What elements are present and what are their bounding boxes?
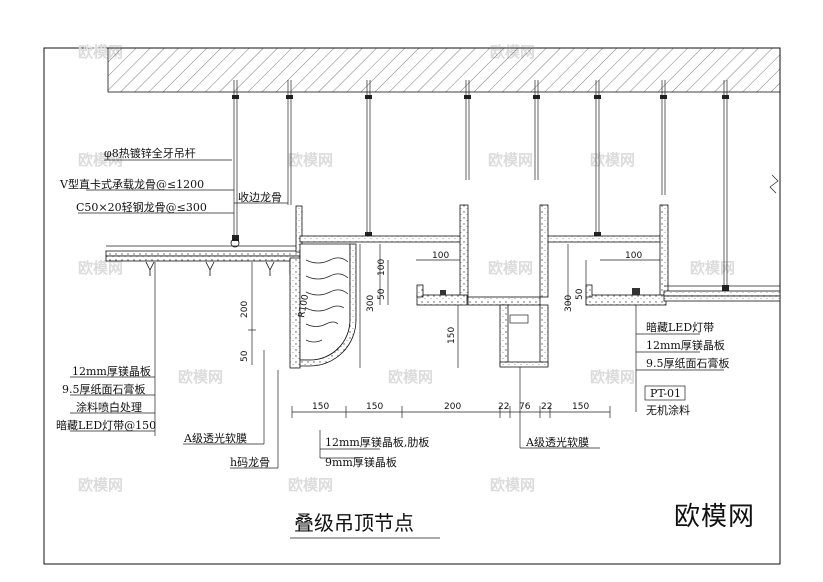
radius-label: R100 [297, 293, 311, 318]
edge-keel-label: 收边龙骨 [238, 190, 282, 204]
svg-text:欧模网: 欧模网 [78, 259, 123, 277]
svg-text:50: 50 [575, 288, 585, 300]
svg-text:150: 150 [447, 327, 457, 344]
annotation-labels: φ8热镀锌全牙吊杆 V型直卡式承载龙骨@≤1200 C50×20轻钢龙骨@≤30… [56, 146, 730, 469]
film-waves [305, 257, 349, 343]
svg-text:欧模网: 欧模网 [78, 151, 123, 169]
center-drop-left [499, 304, 509, 366]
svg-text:欧模网: 欧模网 [690, 259, 735, 277]
svg-text:76: 76 [519, 402, 531, 412]
left-led [440, 290, 446, 295]
curved-board [299, 243, 357, 367]
upper-band-left [299, 235, 467, 243]
drawing-title: 叠级吊顶节点 [294, 511, 414, 535]
right-label-3: 9.5厚纸面石膏板 [646, 356, 730, 370]
right-box-lip [585, 284, 593, 298]
svg-text:22: 22 [541, 402, 552, 412]
main-keel-label: V型直卡式承载龙骨@≤1200 [59, 177, 204, 191]
svg-text:100: 100 [625, 251, 642, 261]
dimension-lines [248, 244, 660, 418]
mid-label-1: 12mm厚镁晶板,肋板 [325, 435, 429, 449]
svg-text:50: 50 [240, 350, 250, 362]
brand-logo: 欧模网 [674, 502, 755, 532]
svg-text:欧模网: 欧模网 [490, 476, 535, 494]
svg-text:200: 200 [444, 402, 461, 412]
right-ceiling-board-bottom [663, 295, 781, 302]
svg-text:欧模网: 欧模网 [590, 151, 635, 169]
h-keel-label: h码龙骨 [230, 456, 270, 469]
svg-text:300: 300 [564, 295, 574, 312]
mid-label-2: 9mm厚镁晶板 [325, 455, 397, 469]
film-label-1: A级透光软膜 [183, 431, 247, 445]
pt-tag-label: PT-01 [650, 387, 681, 400]
pt-tag-box [644, 385, 686, 401]
svg-text:欧模网: 欧模网 [590, 368, 635, 386]
right-label-2: 12mm厚镁晶板 [646, 338, 725, 352]
rod-nuts [232, 95, 729, 291]
svg-text:欧模网: 欧模网 [388, 368, 433, 386]
light-keel-label: C50×20轻钢龙骨@≤300 [76, 200, 207, 214]
svg-text:欧模网: 欧模网 [288, 476, 333, 494]
right-riser [659, 204, 669, 298]
center-bridge [467, 296, 541, 306]
left-ceiling-board-bottom [105, 255, 301, 262]
svg-text:欧模网: 欧模网 [288, 151, 333, 169]
left-label-1: 12mm厚镁晶板 [72, 364, 151, 378]
left-keel-clips [145, 238, 275, 276]
left-small-box-bottom [416, 294, 468, 306]
center-left-riser [459, 204, 469, 298]
right-box-bottom [585, 294, 667, 306]
step-side-board [295, 205, 303, 253]
watermarks: 欧模网 欧模网 欧模网 欧模网 欧模网 欧模网 欧模网 欧模网 欧模网 欧模网 … [78, 43, 735, 494]
upper-band-right [544, 235, 666, 243]
left-label-4: 暗藏LED灯带@150 [56, 418, 156, 432]
center-led [509, 314, 529, 324]
right-label-4: 无机涂料 [646, 403, 690, 417]
svg-text:200: 200 [240, 301, 250, 318]
break-mark [769, 174, 779, 194]
svg-text:22: 22 [498, 402, 509, 412]
right-led [632, 288, 640, 295]
svg-text:欧模网: 欧模网 [488, 259, 533, 277]
svg-text:50: 50 [377, 288, 387, 300]
center-drop-bottom [499, 361, 549, 368]
svg-text:150: 150 [572, 402, 589, 412]
center-drop-right [539, 304, 549, 366]
svg-text:欧模网: 欧模网 [178, 368, 223, 386]
svg-text:欧模网: 欧模网 [78, 476, 123, 494]
left-ceiling-board-top [105, 250, 301, 257]
left-label-2: 9.5厚纸面石膏板 [62, 382, 146, 396]
leader-lines [70, 159, 724, 469]
concrete-slab [107, 47, 781, 93]
svg-text:欧模网: 欧模网 [488, 151, 533, 169]
svg-text:150: 150 [312, 402, 329, 412]
svg-text:300: 300 [366, 295, 376, 312]
sheet-frame [43, 47, 781, 565]
left-small-box-lip [416, 284, 424, 298]
left-label-3: 涂料喷白处理 [76, 400, 142, 414]
dimension-texts: 200 50 300 100 50 100 150 300 50 100 150… [240, 251, 642, 412]
center-right-riser [539, 204, 549, 298]
svg-text:100: 100 [432, 251, 449, 261]
right-ceiling-board-top [663, 290, 781, 297]
svg-text:100: 100 [377, 259, 387, 276]
film-label-2: A级透光软膜 [525, 435, 589, 449]
rod-label: φ8热镀锌全牙吊杆 [104, 146, 196, 160]
svg-text:150: 150 [366, 402, 383, 412]
right-label-1: 暗藏LED灯带 [646, 320, 714, 334]
